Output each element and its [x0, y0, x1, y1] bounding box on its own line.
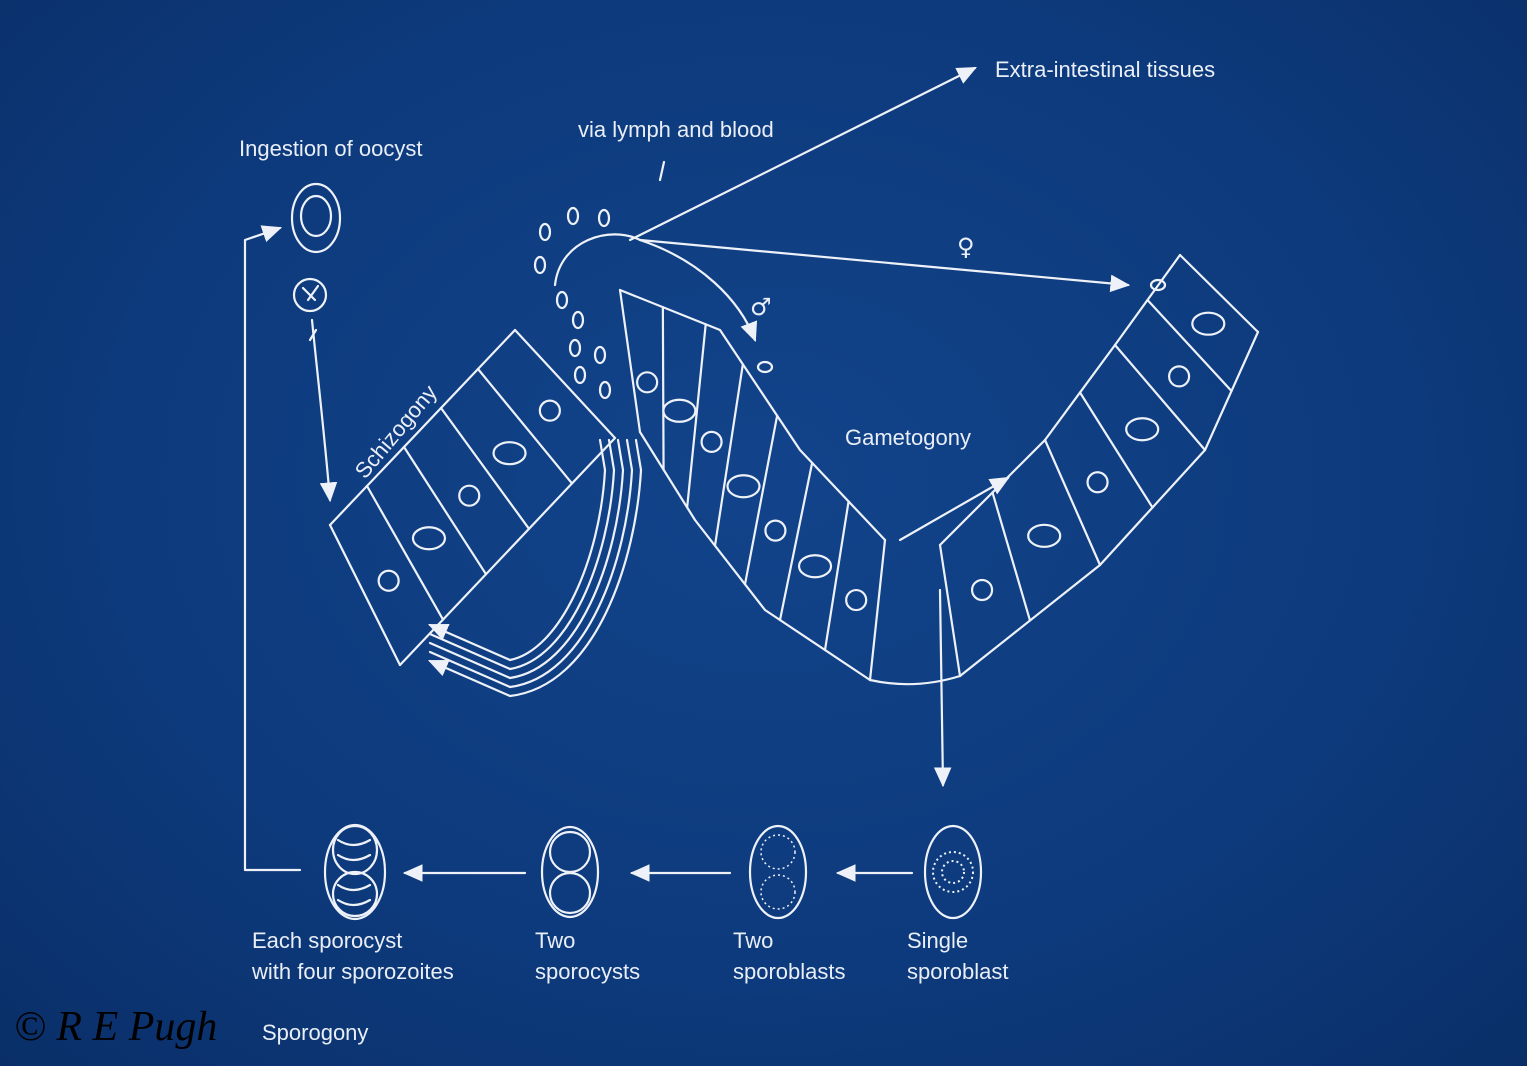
- cell-wall: [938, 543, 962, 678]
- lymphatic-vessels: [427, 438, 643, 698]
- cell-nucleus: [538, 399, 561, 422]
- cell-wall: [1113, 343, 1207, 452]
- cell-nucleus: [845, 588, 868, 612]
- merozoites: [533, 206, 1167, 400]
- label-stage3-line1: Two: [733, 928, 773, 953]
- cell-wall: [713, 363, 744, 547]
- lymph-vessel: [427, 438, 607, 662]
- label-via-lymph: via lymph and blood: [578, 117, 774, 142]
- lymph-vessel: [428, 438, 616, 671]
- copyright-watermark: © R E Pugh: [14, 1004, 217, 1050]
- label-stage3-line2: sporoblasts: [733, 959, 846, 984]
- label-schizogony: Schizogony: [350, 380, 442, 483]
- arrow-gametogony: [898, 476, 1010, 542]
- label-stage2-line1: Two: [535, 928, 575, 953]
- cell-wall: [618, 288, 642, 434]
- cell-nucleus: [1027, 523, 1062, 548]
- arrow-female-gamete: [638, 238, 1131, 293]
- cell-nucleus: [764, 519, 787, 542]
- cell-nucleus: [700, 430, 723, 453]
- epithelium-apical-edge: [618, 288, 887, 542]
- label-stage4-line2: sporoblast: [907, 959, 1009, 984]
- label-stage1-line2: with four sporozoites: [251, 959, 454, 984]
- epithelium-basal-edge: [958, 330, 1260, 678]
- cell-wall: [1146, 298, 1233, 393]
- arrow-to-sporogony: [933, 588, 952, 788]
- cell-wall: [513, 328, 617, 440]
- epithelium-apical-edge: [938, 253, 1182, 547]
- lymph-vessel: [428, 438, 625, 680]
- cell-wall: [328, 523, 402, 667]
- epithelium-basal-edge: [638, 430, 872, 682]
- cell-wall: [439, 406, 531, 530]
- cell-nucleus: [726, 474, 761, 499]
- oocyst-two-sporocysts-icon: [540, 825, 600, 919]
- label-stage1-line1: Each sporocyst: [252, 928, 402, 953]
- lymph-vessel: [427, 438, 643, 698]
- oocyst-single-sporoblast-icon: [923, 824, 983, 920]
- cell-wall: [1078, 391, 1154, 509]
- oocyst-four-sporozoites-icon: [323, 823, 387, 921]
- oocyst-two-sporoblasts-icon: [748, 824, 808, 920]
- label-sporogony: Sporogony: [262, 1020, 368, 1045]
- cell-wall: [661, 306, 665, 471]
- cell-wall: [1178, 253, 1260, 334]
- cell-nucleus: [458, 484, 481, 507]
- label-stage4-line1: Single: [907, 928, 968, 953]
- cell-wall: [365, 484, 445, 621]
- cell-nucleus: [492, 441, 527, 466]
- cell-nucleus: [411, 526, 447, 551]
- label-gametogony: Gametogony: [845, 425, 971, 450]
- epithelium-basal-edge: [398, 436, 617, 667]
- cell-nucleus: [797, 554, 833, 579]
- arrow-to-extra-intestinal: [628, 66, 977, 242]
- male-symbol: ♂: [750, 293, 772, 321]
- female-symbol: ♀: [957, 233, 975, 261]
- cell-wall: [778, 461, 814, 622]
- cell-nucleus: [970, 578, 994, 602]
- label-extra-intestinal: Extra-intestinal tissues: [995, 57, 1215, 82]
- cell-wall: [476, 367, 574, 485]
- label-stage2-line2: sporocysts: [535, 959, 640, 984]
- cell-wall: [686, 323, 707, 509]
- arrow-ingestion-to-gut: [310, 318, 338, 503]
- cell-wall: [868, 538, 887, 682]
- cell-nucleus: [1167, 365, 1191, 388]
- epithelium-apical-edge: [328, 328, 517, 527]
- cell-wall: [991, 491, 1032, 622]
- cell-wall: [402, 445, 488, 576]
- cell-wall: [823, 500, 850, 652]
- cell-nucleus: [1086, 471, 1109, 494]
- lymph-vessel: [428, 438, 634, 689]
- cell-nucleus: [1191, 311, 1226, 336]
- epithelium-basal-edge: [868, 674, 962, 686]
- cell-nucleus: [662, 398, 697, 423]
- label-ingestion: Ingestion of oocyst: [239, 136, 422, 161]
- cell-nucleus: [1125, 417, 1160, 442]
- arrow-return-loop: [243, 225, 302, 872]
- pointer-line: [658, 160, 666, 182]
- arrow-male-gamete: [553, 233, 758, 343]
- cell-nucleus: [377, 569, 400, 592]
- ingested-oocyst-icon: [290, 182, 342, 342]
- intestinal-epithelium: [328, 253, 1260, 686]
- cell-wall: [743, 414, 779, 586]
- cell-wall: [1043, 438, 1102, 567]
- cell-nucleus: [636, 371, 659, 394]
